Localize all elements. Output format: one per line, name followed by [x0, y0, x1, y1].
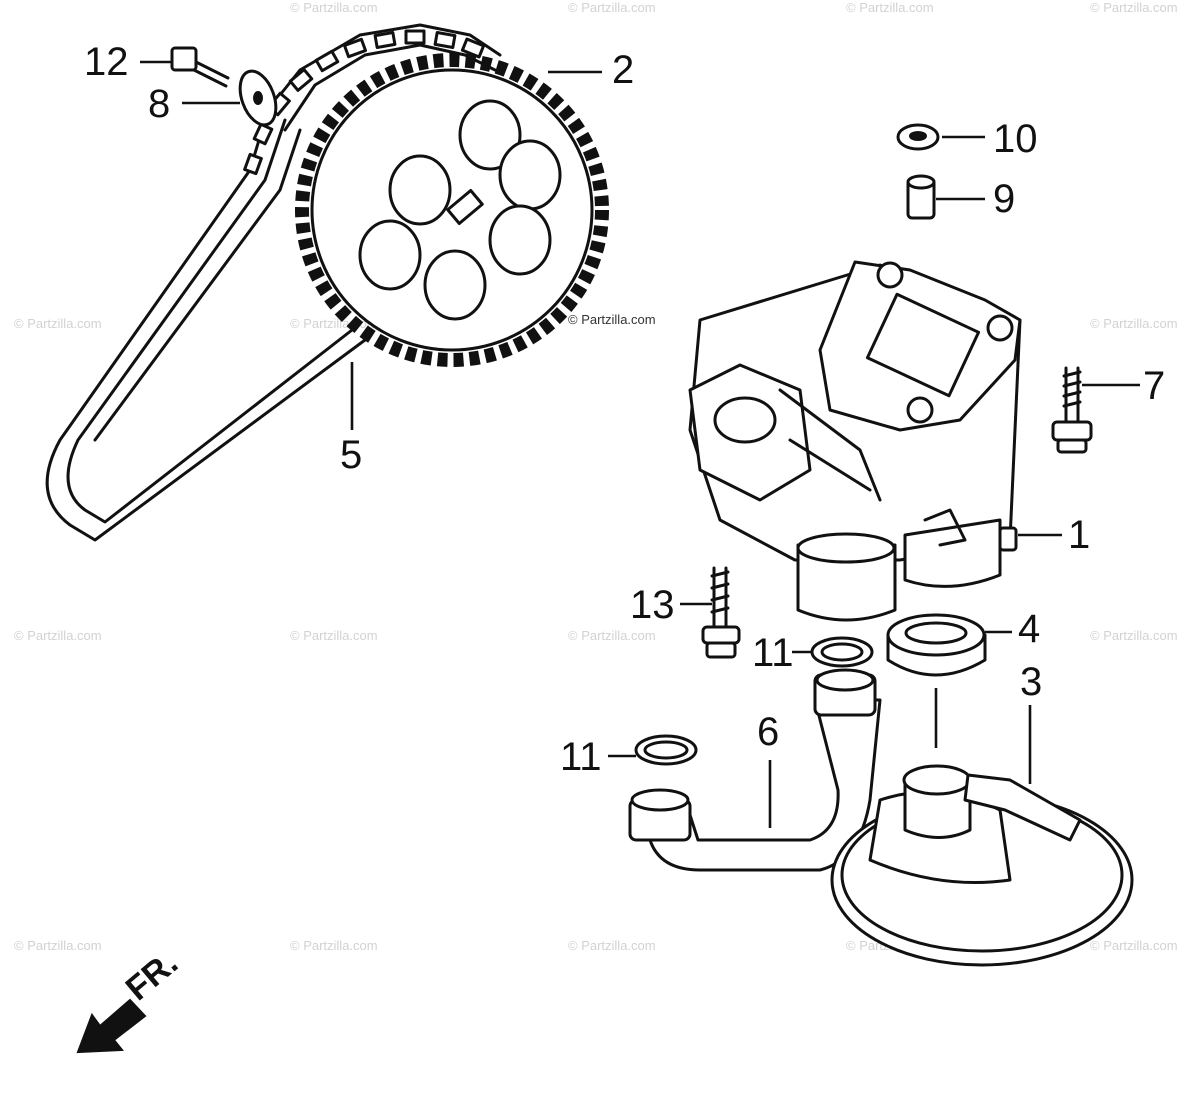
watermark: © Partzilla.com [290, 938, 378, 953]
watermark: © Partzilla.com [1090, 316, 1178, 331]
washer-8-part[interactable] [233, 66, 282, 130]
o-ring-11-lower-part[interactable] [634, 734, 698, 766]
watermark: © Partzilla.com [1090, 938, 1178, 953]
callout-6: 6 [757, 710, 779, 754]
seal-10-part[interactable] [896, 123, 940, 151]
oil-pump-body-part[interactable] [688, 260, 1022, 622]
watermark: © Partzilla.com [1090, 0, 1178, 15]
watermark: © Partzilla.com [1090, 628, 1178, 643]
dowel-pin-9-part[interactable] [906, 174, 936, 220]
callout-12: 12 [84, 40, 129, 84]
callout-11-lower: 11 [560, 735, 602, 779]
front-arrow-icon [76, 998, 147, 1054]
callout-2: 2 [612, 48, 634, 92]
callout-3: 3 [1020, 660, 1042, 704]
front-direction-marker: FR. [76, 944, 185, 1054]
oil-strainer-3-part[interactable] [830, 764, 1134, 967]
watermark: © Partzilla.com [568, 938, 656, 953]
front-label: FR. [119, 944, 185, 1008]
watermark: © Partzilla.com [14, 316, 102, 331]
o-ring-11-upper-part[interactable] [810, 636, 874, 668]
callout-9: 9 [993, 177, 1015, 221]
watermark: © Partzilla.com [568, 0, 656, 15]
watermark-grid: © Partzilla.com © Partzilla.com © Partzi… [14, 0, 1178, 953]
bolt-13-part[interactable] [701, 566, 741, 659]
watermark: © Partzilla.com [290, 628, 378, 643]
bolt-7-part[interactable] [1051, 366, 1093, 454]
sprocket-part[interactable] [295, 53, 609, 367]
center-watermark: © Partzilla.com [568, 312, 656, 327]
callout-4: 4 [1018, 607, 1040, 651]
watermark: © Partzilla.com [846, 0, 934, 15]
callout-10: 10 [993, 117, 1038, 161]
callout-7: 7 [1143, 364, 1165, 408]
callout-8: 8 [148, 82, 170, 126]
bolt-12-part[interactable] [170, 46, 230, 88]
watermark: © Partzilla.com [14, 938, 102, 953]
sprocket-holes [358, 99, 562, 321]
leader-lines [140, 60, 1140, 828]
pipe-6-part[interactable] [628, 668, 882, 872]
watermark: © Partzilla.com [14, 628, 102, 643]
watermark: © Partzilla.com [290, 0, 378, 15]
callout-5: 5 [340, 433, 362, 477]
callout-11-upper: 11 [752, 631, 794, 675]
callout-13: 13 [630, 583, 675, 627]
callout-1: 1 [1068, 513, 1090, 557]
callouts: 12 8 2 5 10 9 7 1 4 3 13 11 6 11 [84, 40, 1165, 779]
drive-chain-part[interactable] [45, 23, 502, 542]
seal-collar-4-part[interactable] [886, 613, 987, 677]
chain-links [243, 29, 486, 176]
watermark: © Partzilla.com [568, 628, 656, 643]
